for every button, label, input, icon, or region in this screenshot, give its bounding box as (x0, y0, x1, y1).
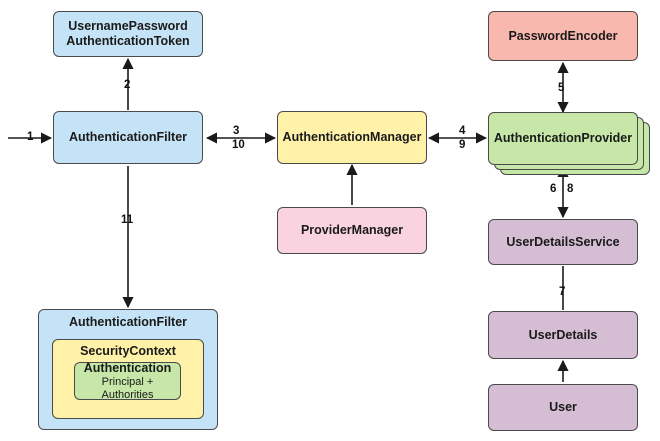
token-line1: UsernamePassword (68, 19, 188, 33)
authentication-filter-box: AuthenticationFilter (53, 111, 203, 164)
user-details-service-box: UserDetailsService (488, 219, 638, 265)
step-11-label: 11 (121, 214, 134, 226)
password-encoder-box: PasswordEncoder (488, 11, 638, 61)
step-9-label: 9 (459, 139, 466, 151)
step-8-label: 8 (567, 183, 574, 195)
user-details-service-label: UserDetailsService (506, 234, 620, 249)
authentication-provider-box: AuthenticationProvider (488, 112, 638, 165)
step-3-label: 3 (233, 125, 240, 137)
username-password-token-box: UsernamePassword AuthenticationToken (53, 11, 203, 57)
step-5-label: 5 (558, 82, 565, 94)
authentication-manager-box: AuthenticationManager (277, 111, 427, 164)
step-7-label: 7 (559, 286, 566, 298)
security-context-label: SecurityContext (80, 344, 176, 358)
user-details-label: UserDetails (528, 327, 598, 342)
step-2-label: 2 (124, 79, 131, 91)
authentication-manager-label: AuthenticationManager (282, 130, 422, 144)
user-box: User (488, 384, 638, 431)
authentication-provider-label: AuthenticationProvider (493, 131, 633, 145)
user-details-box: UserDetails (488, 311, 638, 359)
user-label: User (549, 400, 577, 414)
provider-manager-label: ProviderManager (300, 223, 404, 237)
step-4-label: 4 (459, 125, 466, 137)
authentication-object-box: Authentication Principal + Authorities (74, 360, 181, 401)
step-6-label: 6 (550, 183, 557, 195)
token-line2: AuthenticationToken (66, 34, 190, 48)
authentication-filter-label: AuthenticationFilter (68, 130, 188, 144)
step-1-label: 1 (27, 131, 34, 143)
password-encoder-label: PasswordEncoder (508, 28, 618, 43)
step-10-label: 10 (232, 139, 245, 151)
authentication-object-subtitle: Principal + Authorities (101, 375, 154, 401)
authentication-filter-container-label: AuthenticationFilter (68, 315, 188, 329)
authentication-object-title: Authentication (83, 360, 172, 375)
provider-manager-box: ProviderManager (277, 207, 427, 254)
